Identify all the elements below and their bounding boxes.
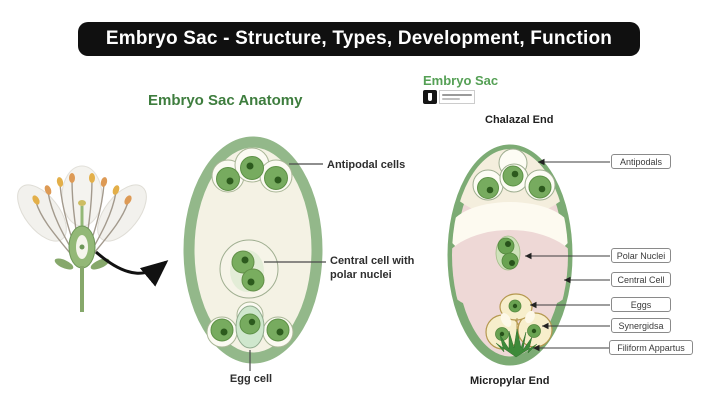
right-egg-apparatus bbox=[485, 293, 553, 358]
callout-filiform-apparatus: Filiform Appartus bbox=[609, 340, 693, 355]
brand-logo-text bbox=[439, 90, 475, 104]
callout-eggs: Eggs bbox=[611, 297, 671, 312]
left-antipodal-cells bbox=[211, 147, 293, 193]
callout-synergids: Synergidsa bbox=[611, 318, 671, 333]
filiform-apparatus-shape bbox=[495, 328, 538, 358]
label-central-cell: Central cell with polar nuclei bbox=[330, 254, 414, 282]
label-egg-cell: Egg cell bbox=[229, 373, 273, 385]
callout-polar-nuclei: Polar Nuclei bbox=[611, 248, 671, 263]
brand-logo-icon bbox=[423, 90, 437, 104]
left-diagram-title: Embryo Sac Anatomy bbox=[148, 92, 303, 109]
anthers bbox=[32, 173, 132, 205]
title-banner: Embryo Sac - Structure, Types, Developme… bbox=[78, 22, 640, 56]
flower-cross-section-illustration bbox=[17, 165, 147, 312]
page-title: Embryo Sac - Structure, Types, Developme… bbox=[105, 28, 613, 49]
brand-logo bbox=[423, 90, 475, 104]
label-central-cell-line1: Central cell with bbox=[330, 255, 415, 267]
callout-central-cell: Central Cell bbox=[611, 272, 671, 287]
right-diagram-title: Embryo Sac bbox=[423, 73, 499, 88]
right-callout-lines bbox=[525, 158, 610, 352]
label-antipodal-cells: Antipodal cells bbox=[327, 159, 406, 171]
label-central-cell-line2: polar nuclei bbox=[330, 269, 392, 281]
left-callout-lines bbox=[249, 163, 326, 371]
label-chalazal-end: Chalazal End bbox=[485, 114, 554, 126]
label-micropylar-end: Micropylar End bbox=[470, 375, 550, 387]
left-embryo-sac bbox=[183, 136, 326, 371]
flower-to-sac-arrow bbox=[95, 250, 169, 287]
right-embryo-sac bbox=[447, 144, 610, 366]
right-antipodal-cells bbox=[472, 148, 556, 201]
left-egg-apparatus bbox=[206, 301, 294, 349]
callout-antipodals: Antipodals bbox=[611, 154, 671, 169]
left-central-cell bbox=[219, 239, 279, 299]
right-polar-nuclei bbox=[495, 235, 521, 271]
